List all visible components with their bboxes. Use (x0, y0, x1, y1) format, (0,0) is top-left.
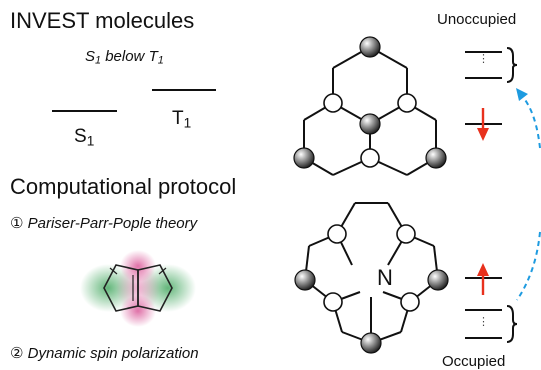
atom-open (327, 224, 347, 244)
orbital-density-image (80, 250, 196, 327)
s1-label: S1 (74, 126, 95, 149)
t1-label: T1 (172, 108, 192, 131)
orbital-levels (465, 47, 518, 343)
unoccupied-label: Unoccupied (437, 11, 517, 28)
step-2: ② Dynamic spin polarization (10, 346, 199, 361)
spin-up-arrow (477, 263, 489, 295)
step-2-marker: ② (10, 345, 24, 362)
atom-sphere (359, 113, 381, 135)
spin-down-arrow (477, 108, 489, 141)
step-1: ① Pariser-Parr-Pople theory (10, 216, 197, 231)
atom-open (323, 292, 343, 312)
atom-open (396, 224, 416, 244)
top-molecule-atoms (293, 36, 447, 169)
atom-sphere (294, 269, 316, 291)
step-1-marker: ① (10, 215, 24, 232)
atom-open (360, 148, 380, 168)
step-1-label: Pariser-Parr-Pople theory (27, 215, 198, 232)
atom-sphere (425, 147, 447, 169)
level-ordering-caption: S1 below T1 (85, 48, 164, 67)
step-2-label: Dynamic spin polarization (27, 345, 199, 362)
atom-sphere (359, 36, 381, 58)
title: INVEST molecules (10, 8, 195, 33)
bottom-molecule-atoms (294, 224, 449, 354)
section-title: Computational protocol (10, 174, 237, 199)
atom-sphere (360, 332, 382, 354)
transition-arrows (516, 88, 541, 301)
atom-open (323, 93, 343, 113)
atom-sphere (427, 269, 449, 291)
atom-sphere (293, 147, 315, 169)
bottom-molecule (304, 202, 439, 344)
nitrogen-label: N (377, 265, 393, 290)
homo-dots: ⋮ (478, 316, 489, 328)
atom-open (397, 93, 417, 113)
lumo-dots: ⋮ (478, 53, 489, 65)
atom-open (400, 292, 420, 312)
occupied-label: Occupied (442, 353, 506, 370)
